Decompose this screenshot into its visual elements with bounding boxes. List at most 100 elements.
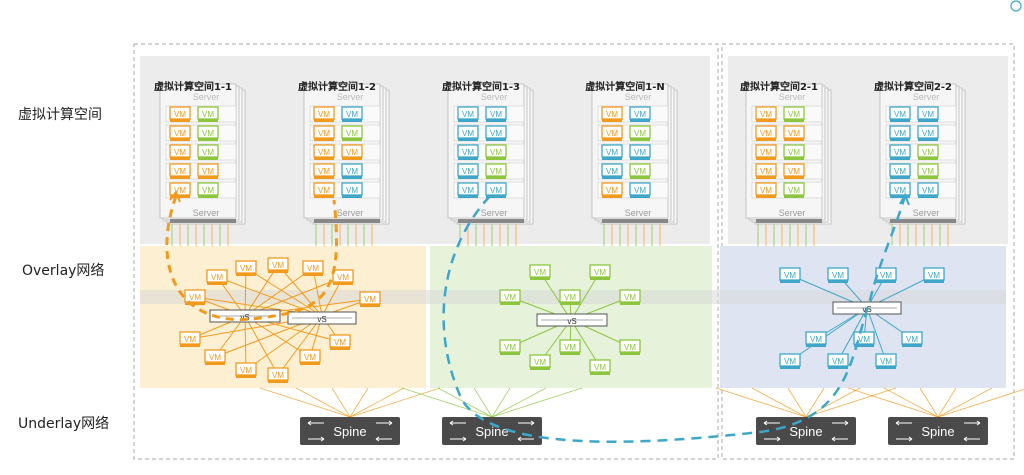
vm-box: VM [755,163,777,179]
vm-label: VM [346,148,358,157]
vm-label: VM [894,110,906,119]
server-label-bottom: Server [913,208,940,218]
paths-layer [165,189,910,443]
vm-box: VM [917,106,939,122]
vm-box: VM [267,257,289,273]
vm-label: VM [184,335,196,344]
vm-box: VM [206,269,228,285]
compute-space-title: 虚拟计算空间2-2 [874,80,952,93]
vm-box: VM [341,125,363,141]
vm-label: VM [462,167,474,176]
overlay-link [789,307,868,362]
spine-uplink [491,387,547,418]
vm-box: VM [485,144,507,160]
spine-arrows-right [375,420,393,442]
spine-uplink [937,387,993,418]
spine-arrows-left [307,420,325,442]
vm-label: VM [364,295,376,304]
uplink-cables [891,224,949,246]
spine-label: Spine [789,424,822,439]
help-icon[interactable] [1010,0,1022,12]
spine-switch-3: Spine [715,387,897,445]
vm-label: VM [760,129,772,138]
vm-box: VM [755,182,777,198]
vm-label: VM [240,366,252,375]
vm-box: VM [559,339,581,355]
overlay-link [277,264,323,317]
vm-box: VM [341,163,363,179]
vm-label: VM [202,129,214,138]
vm-box: VM [197,144,219,160]
server-ports [458,219,524,223]
vm-label: VM [634,110,646,119]
vm-box: VM [601,106,623,122]
vm-label: VM [318,129,330,138]
overlay-link [570,319,601,368]
vm-box: VM [783,106,805,122]
spine-switch-4: Spine [847,387,1024,445]
vm-label: VM [788,148,800,157]
vm-box: VM [313,182,335,198]
vm-label: VM [174,167,186,176]
spine-arrows-right [963,420,981,442]
vm-box: VM [485,182,507,198]
uplink-cables [603,224,661,246]
vm-label: VM [272,261,284,270]
spine-uplink [937,387,957,418]
vm-box: VM [917,182,939,198]
vm-label: VM [272,371,284,380]
vm-label: VM [504,343,516,352]
vm-box: VM [485,106,507,122]
spine-uplink [805,387,825,418]
vm-label: VM [462,110,474,119]
vm-box: VM [589,264,611,280]
vm-label: VM [318,167,330,176]
vm-label: VM [788,186,800,195]
spine-uplink [883,387,939,418]
spine-uplink [349,387,405,418]
vm-label: VM [760,110,772,119]
uplink-cables [171,224,229,246]
vm-label: VM [174,148,186,157]
vm-box: VM [875,353,897,369]
spine-body [300,417,400,445]
spine-uplink [715,387,807,418]
vm-box: VM [197,163,219,179]
vm-label: VM [490,167,502,176]
vm-box: VM [169,125,191,141]
vm-label: VM [634,186,646,195]
spine-arrows-right [831,420,849,442]
vm-label: VM [760,148,772,157]
vm-label: VM [894,129,906,138]
overlay-link [245,315,323,371]
vm-label: VM [504,293,516,302]
vm-box: VM [359,291,381,307]
vm-box: VM [755,125,777,141]
vm-box: VM [299,349,321,365]
overlay-link [244,315,311,358]
server-ports [314,219,380,223]
vm-box: VM [302,260,324,276]
vm-box: VM [917,125,939,141]
vm-box: VM [313,106,335,122]
vm-box: VM [235,260,257,276]
vm-label: VM [858,335,870,344]
vm-box: VM [755,106,777,122]
overlay-link [244,315,279,376]
spine-uplink [937,388,1024,418]
server-label-bottom: Server [625,208,652,218]
vm-label: VM [922,129,934,138]
compute-space-title: 虚拟计算空间1-N [585,80,664,93]
compute-space-title: 虚拟计算空间1-1 [154,80,232,93]
overlay-link [277,315,323,376]
vm-label: VM [788,129,800,138]
vm-label: VM [564,293,576,302]
vm-label: VM [174,186,186,195]
vm-box: VM [901,331,923,347]
vm-box: VM [529,354,551,370]
vm-box: VM [589,359,611,375]
